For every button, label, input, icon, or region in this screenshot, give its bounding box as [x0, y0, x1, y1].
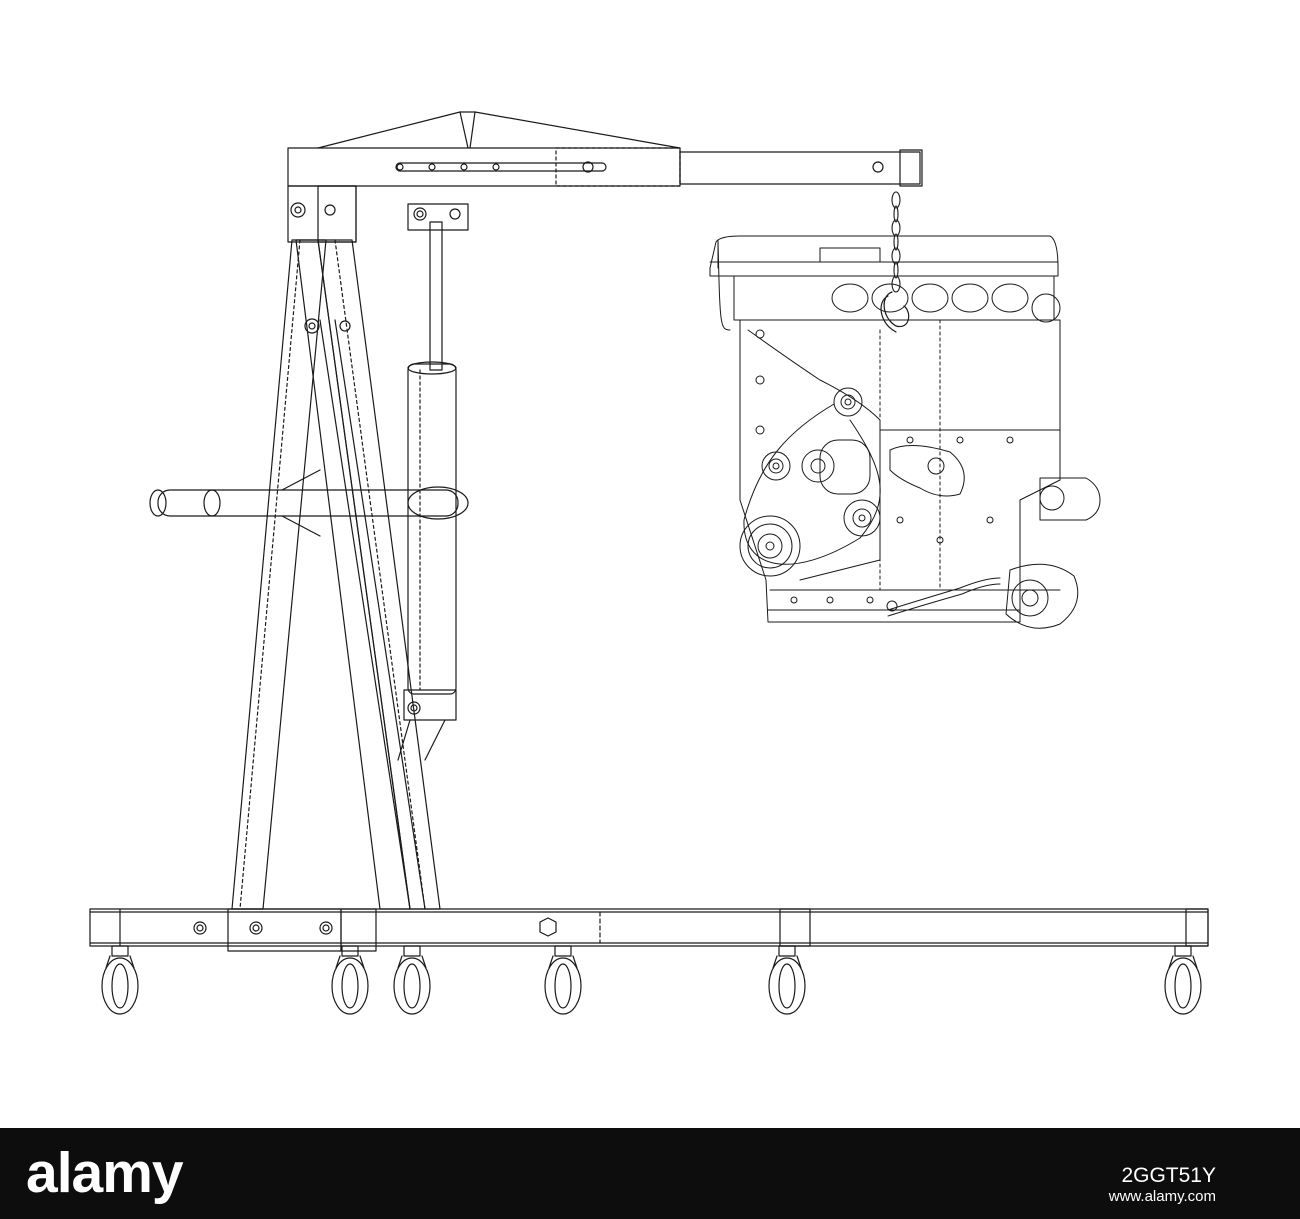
hydraulic-ram	[397, 203, 469, 761]
caster-wheel	[1164, 945, 1202, 1015]
brand-logo: alamy	[26, 1141, 184, 1205]
caster-wheel	[768, 945, 806, 1015]
mast-frame	[149, 185, 469, 910]
engine-block	[709, 235, 1101, 629]
caster-wheel	[101, 945, 139, 1015]
caster-wheel	[331, 945, 369, 1015]
base-beam	[89, 908, 1209, 952]
technical-drawing	[89, 111, 1209, 1015]
boom-arm	[287, 111, 923, 187]
site-url: www.alamy.com	[1108, 1188, 1216, 1205]
pulleys	[739, 387, 881, 577]
caster-wheel	[393, 945, 431, 1015]
image-id: 2GGT51Y	[1121, 1164, 1216, 1187]
watermark-footer: alamy 2GGT51Y www.alamy.com	[0, 1128, 1300, 1219]
caster-wheels	[101, 945, 1202, 1015]
caster-wheel	[544, 945, 582, 1015]
